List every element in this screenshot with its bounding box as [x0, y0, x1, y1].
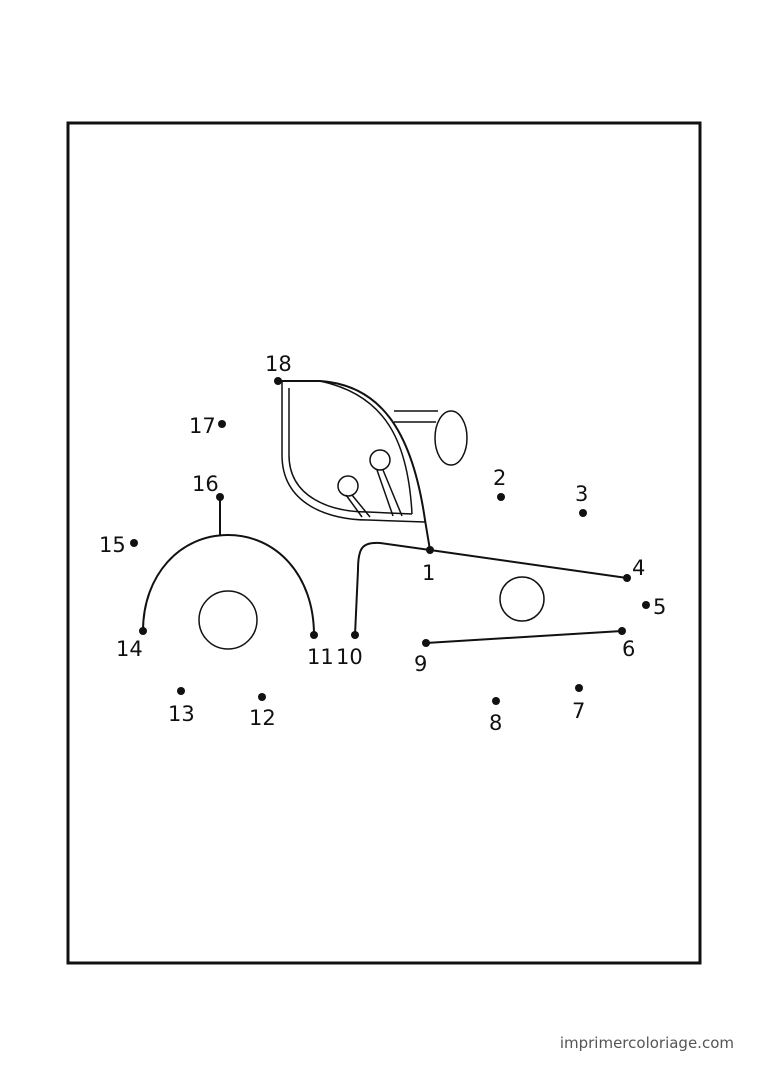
hood-top-line — [429, 549, 628, 579]
cab-inner-curve — [288, 388, 413, 515]
dot-label-2: 2 — [493, 466, 506, 490]
tractor-drawing — [142, 380, 628, 650]
dot-label-17: 17 — [189, 414, 216, 438]
dot-label-11: 11 — [307, 645, 334, 669]
dot-label-6: 6 — [622, 637, 635, 661]
dot-label-1: 1 — [422, 561, 435, 585]
site-credit: imprimercoloriage.com — [559, 1034, 734, 1052]
rear-wheel-hub — [198, 590, 258, 650]
exhaust-pipe — [394, 410, 438, 423]
dot-label-18: 18 — [265, 352, 292, 376]
dot-11[interactable] — [310, 631, 318, 639]
body-left-edge — [354, 541, 431, 636]
dot-9[interactable] — [422, 639, 430, 647]
lever-knob-right — [369, 449, 391, 471]
dot-label-13: 13 — [168, 702, 195, 726]
cab-outline — [277, 380, 431, 551]
page-border — [66, 121, 702, 965]
dot-8[interactable] — [492, 697, 500, 705]
dot-label-4: 4 — [632, 556, 645, 580]
dot-label-16: 16 — [192, 472, 219, 496]
dot-5[interactable] — [642, 601, 650, 609]
dot-17[interactable] — [218, 420, 226, 428]
dot-1[interactable] — [426, 546, 434, 554]
dot-6[interactable] — [618, 627, 626, 635]
dot-10[interactable] — [351, 631, 359, 639]
lever-knob-left — [337, 475, 359, 497]
front-wheel-hub — [499, 576, 545, 622]
dot-label-7: 7 — [572, 699, 585, 723]
dot-12[interactable] — [258, 693, 266, 701]
dot-3[interactable] — [579, 509, 587, 517]
dot-label-10: 10 — [336, 645, 363, 669]
dot-14[interactable] — [139, 627, 147, 635]
rear-fender-arc — [142, 534, 315, 636]
cab-inner-left — [281, 381, 426, 523]
chassis-bottom-line — [425, 630, 623, 644]
dot-7[interactable] — [575, 684, 583, 692]
dot-label-3: 3 — [575, 482, 588, 506]
numbered-dots: 1 2 3 4 5 6 7 8 9 10 11 12 13 14 15 16 1 — [99, 352, 666, 735]
dot-15[interactable] — [130, 539, 138, 547]
dot-label-8: 8 — [489, 711, 502, 735]
lever-stick-left — [345, 494, 371, 518]
dot-13[interactable] — [177, 687, 185, 695]
dot-label-12: 12 — [249, 706, 276, 730]
dot-label-14: 14 — [116, 637, 143, 661]
cab-window-edge — [319, 380, 413, 515]
dot-label-9: 9 — [414, 652, 427, 676]
lever-stick-right — [376, 469, 403, 517]
exhaust-cap — [434, 410, 468, 466]
dot-18[interactable] — [274, 377, 282, 385]
dot-16[interactable] — [216, 493, 224, 501]
dot-label-15: 15 — [99, 533, 126, 557]
dot-label-5: 5 — [653, 595, 666, 619]
dot-2[interactable] — [497, 493, 505, 501]
dot-4[interactable] — [623, 574, 631, 582]
